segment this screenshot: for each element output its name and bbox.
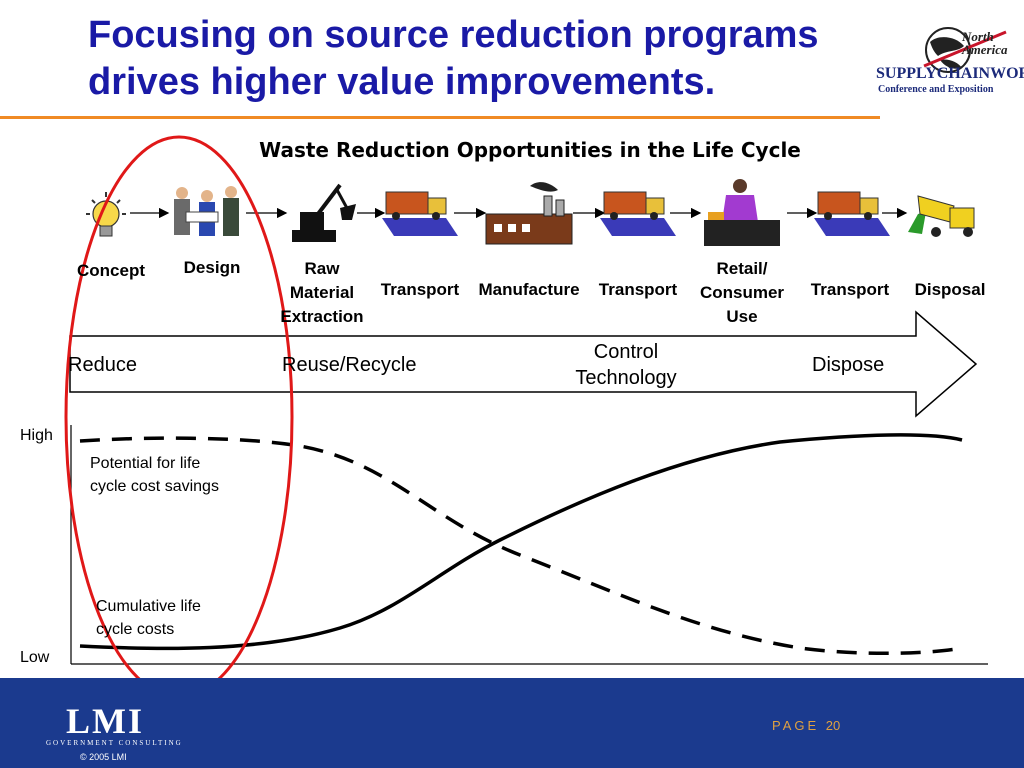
- savings-curve-label: Potential for life cycle cost savings: [90, 452, 219, 498]
- cost-label-line1: Cumulative life: [96, 598, 201, 615]
- page-number: 20: [825, 718, 841, 733]
- stage-transport-3: Transport: [810, 280, 890, 299]
- globe-icon: [923, 27, 1007, 73]
- lmi-tagline: GOVERNMENT CONSULTING: [46, 739, 183, 747]
- stage-concept: Concept: [77, 261, 145, 280]
- footer-bar: [0, 678, 1024, 768]
- phase-dispose: Dispose: [812, 354, 885, 376]
- factory-icon: [485, 182, 573, 245]
- logo-tagline: Conference and Exposition: [878, 84, 994, 95]
- logo-region-line2: America: [962, 42, 1008, 57]
- stage-raw-material: Raw Material Extraction: [270, 257, 374, 329]
- phase-control-line2: Technology: [575, 367, 677, 389]
- logo-region: North America: [962, 30, 1008, 56]
- stage-raw-line3: Extraction: [280, 307, 364, 326]
- truck-icon: [814, 191, 890, 236]
- stage-retail-line3: Use: [726, 307, 758, 326]
- logo-brand: SUPPLYCHAINWORLD: [876, 65, 1024, 82]
- lmi-logo: LMI: [66, 701, 144, 741]
- truck-icon: [382, 191, 458, 236]
- phase-reuse-recycle: Reuse/Recycle: [282, 354, 417, 376]
- logo-region-line1: North: [962, 29, 994, 44]
- shopper-icon: [704, 179, 780, 246]
- supply-chain-world-logo: North America SUPPLYCHAINWORLD Conferenc…: [868, 22, 1024, 104]
- cumulative-cost-curve: [79, 433, 963, 651]
- phase-reduce: Reduce: [68, 354, 137, 376]
- phase-control-technology: Control Technology: [556, 339, 696, 391]
- stage-retail-consumer: Retail/ Consumer Use: [690, 257, 794, 329]
- lightbulb-icon: [86, 192, 126, 237]
- page-label: PAGE: [772, 718, 820, 733]
- y-axis-high-label: High: [20, 427, 53, 444]
- stage-manufacture: Manufacture: [478, 280, 580, 299]
- phase-control-line1: Control: [593, 341, 659, 363]
- designers-icon: [174, 186, 239, 236]
- stage-retail-line1: Retail/: [716, 259, 768, 278]
- hierarchy-arrow: [69, 310, 978, 418]
- savings-potential-curve: [79, 436, 963, 656]
- copyright: © 2005 LMI: [80, 752, 127, 762]
- title-divider: [0, 116, 880, 119]
- y-axis-low-label: Low: [20, 649, 50, 666]
- cost-label-line2: cycle costs: [96, 621, 175, 638]
- stage-transport-1: Transport: [380, 280, 460, 299]
- stage-raw-line1: Raw: [304, 259, 340, 278]
- stage-raw-line2: Material: [289, 283, 355, 302]
- dump-truck-icon: [908, 195, 975, 237]
- page-indicator: PAGE 20: [772, 718, 840, 733]
- slide-title: Focusing on source reduction programs dr…: [88, 14, 819, 103]
- stage-retail-line2: Consumer: [699, 283, 785, 302]
- savings-label-line1: Potential for life: [90, 455, 201, 472]
- savings-label-line2: cycle cost savings: [90, 478, 219, 495]
- excavator-icon: [292, 183, 356, 242]
- cost-curve-label: Cumulative life cycle costs: [96, 595, 201, 641]
- stage-disposal: Disposal: [914, 280, 986, 299]
- stage-design: Design: [183, 258, 241, 277]
- diagram-title: Waste Reduction Opportunities in the Lif…: [259, 138, 801, 162]
- stage-transport-2: Transport: [598, 280, 678, 299]
- truck-icon: [600, 191, 676, 236]
